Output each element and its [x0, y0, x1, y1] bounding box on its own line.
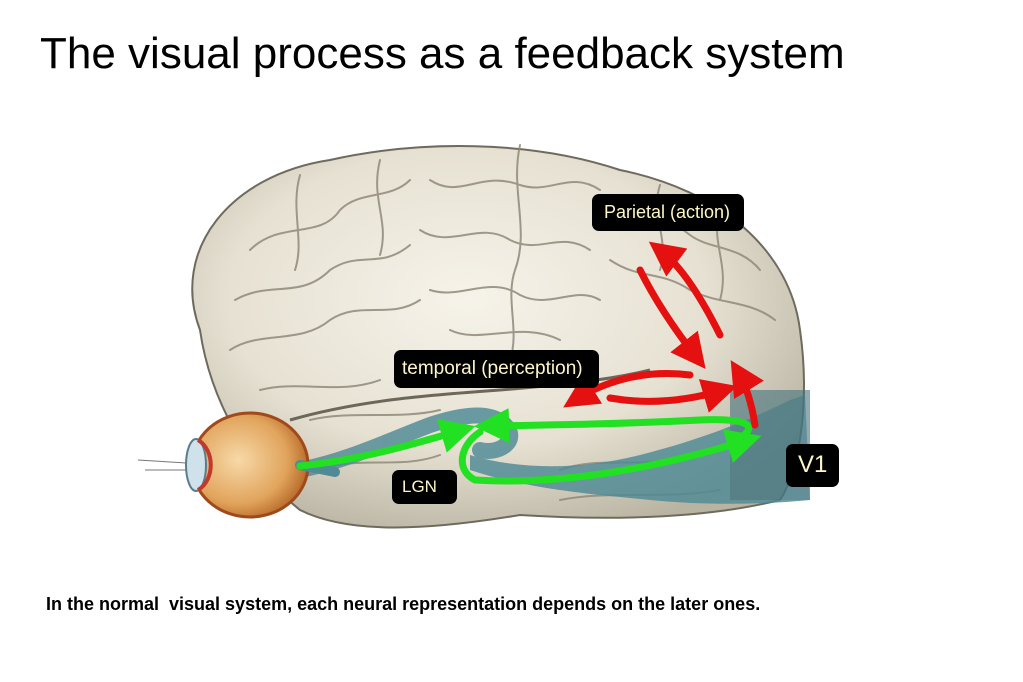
temporal-label: temporal (perception): [394, 350, 599, 388]
parietal-label: Parietal (action): [592, 194, 745, 231]
v1-upward-arrow: [730, 360, 764, 429]
caption: In the normal visual system, each neural…: [46, 594, 761, 614]
eye: [137, 411, 340, 519]
parietal-to-v1-arrow: [636, 266, 706, 370]
v1-label: V1: [786, 444, 840, 487]
feedback-arrows: [563, 241, 764, 429]
v1-temporal-arrow: [474, 408, 753, 444]
feedforward-arrows: [296, 408, 762, 485]
v1-to-temporal-arrow: [563, 370, 694, 408]
v1-to-parietal-arrow: [648, 241, 724, 339]
slide-title: The visual process as a feedback system: [40, 29, 845, 78]
eye-to-lgn-arrow: [296, 419, 476, 470]
lgn-to-v1-arrow: [458, 428, 762, 485]
lgn-label: LGN: [392, 470, 457, 504]
temporal-to-v1-arrow: [606, 379, 738, 413]
